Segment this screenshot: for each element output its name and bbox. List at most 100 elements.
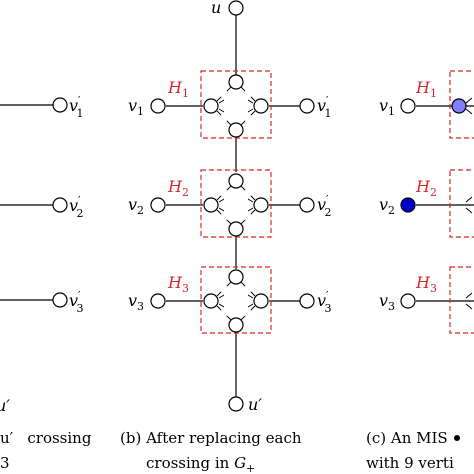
panel-b-h2-label-v-left: v2 <box>128 195 144 217</box>
panel-b-h2-node-bottom <box>228 221 244 237</box>
gadget-edge-tick <box>465 303 473 310</box>
panel-b-h1-node-right <box>253 98 269 114</box>
panel-b-h1-node-v-left <box>150 98 166 114</box>
gadget-edge-tick <box>218 198 225 203</box>
gadget-edge-tick <box>226 86 232 92</box>
panel-c-gadget-spokes <box>465 97 473 310</box>
panel-b-h3-node-top <box>228 269 244 285</box>
gadget-edge-tick <box>250 96 256 102</box>
gadget-edge-tick <box>240 315 246 321</box>
panel-c-h1-node-inner <box>451 98 467 114</box>
gadget-edge-tick <box>247 303 254 308</box>
panel-c-h1-box <box>449 70 474 139</box>
gadget-edge-tick <box>250 291 256 297</box>
panel-c-h1-label-v-left: v1 <box>379 96 395 118</box>
panel-b-label-u-prime: u′ <box>248 395 262 414</box>
panel-c-h3-node-v-left <box>400 293 416 309</box>
panel-b-h2-label-v-right: v′2 <box>317 193 332 219</box>
gadget-edge-tick <box>216 305 222 311</box>
gadget-edge-tick <box>216 96 222 102</box>
panel-b-h1-label: H1 <box>167 78 189 100</box>
gadget-edge-tick <box>247 99 254 104</box>
panel-b-h3-label-v-right: v′3 <box>317 289 332 315</box>
panel-c-caption-line2: with 9 verti <box>366 454 454 472</box>
panel-b-caption-line1: (b) After replacing each <box>120 429 302 447</box>
panel-b-h1-node-top <box>228 74 244 90</box>
gadget-edge-tick <box>465 97 473 104</box>
gadget-edge-tick <box>226 315 232 321</box>
gadget-edge-tick <box>250 209 256 215</box>
panel-b-h1-label-v-left: v1 <box>128 96 144 118</box>
panel-c-h1-node-v-left <box>400 98 416 114</box>
gadget-edge-tick <box>226 219 232 225</box>
gadget-edge-tick <box>247 294 254 299</box>
gadget-edge-tick <box>247 198 254 203</box>
gadget-edge-tick <box>216 291 222 297</box>
panel-b-gadget-spokes <box>216 86 256 321</box>
panel-b-h1-label-v-right: v′1 <box>317 94 332 120</box>
panel-b-h1-node-left <box>203 98 219 114</box>
gadget-edge-tick <box>216 195 222 201</box>
panel-b-h3-node-left <box>203 293 219 309</box>
panel-b-h2-node-right <box>253 197 269 213</box>
panel-b-h2-node-v-left <box>150 197 166 213</box>
panel-c-h1-label: H1 <box>415 78 437 100</box>
gadget-edge-tick <box>216 110 222 116</box>
panel-a-label-v3-prime: v′3 <box>69 289 84 315</box>
gadget-edge-tick <box>216 209 222 215</box>
gadget-edge-tick <box>465 196 473 203</box>
panel-b-h3-box <box>200 266 272 334</box>
panel-a-caption-line2: 3 <box>0 454 10 472</box>
gadget-edge-tick <box>226 281 232 287</box>
panel-c-h2-box <box>449 169 474 238</box>
panel-a: v′1 v′2 v′3 u′ u′ crossing 3 <box>0 94 92 472</box>
panel-a-label-v1-prime: v′1 <box>69 94 84 120</box>
gadget-edge-tick <box>218 99 225 104</box>
panel-c-caption-line1: (c) An MIS <box>366 429 448 447</box>
panel-c-caption-dot <box>454 435 460 441</box>
panel-a-node-v1-prime <box>52 97 68 113</box>
panel-b-h3-node-v-left <box>150 293 166 309</box>
panel-b: u u′ H1 v1 v′1 <box>120 0 332 474</box>
gadget-edge-tick <box>218 207 225 212</box>
panel-c-h3-box <box>449 266 474 334</box>
panel-b-h2-node-v-right <box>299 197 315 213</box>
panel-b-h2-node-top <box>228 173 244 189</box>
gadget-edge-tick <box>465 108 473 115</box>
panel-b-h2-label: H2 <box>167 177 189 199</box>
panel-a-bottom-label: u′ <box>0 396 10 415</box>
panel-b-h3-node-v-right <box>299 293 315 309</box>
panel-b-gadget-h1: H1 v1 v′1 <box>128 70 332 139</box>
gadget-edge-tick <box>218 108 225 113</box>
panel-b-h3-node-right <box>253 293 269 309</box>
gadget-edge-tick <box>247 207 254 212</box>
panel-b-h2-box <box>200 169 272 238</box>
panel-a-label-v2-prime: v′2 <box>69 194 84 220</box>
panel-c: H1 v1 H2 v2 H3 v3 (c) An MIS with 9 vert… <box>366 70 474 472</box>
gadget-edge-tick <box>250 305 256 311</box>
gadget-edge-tick <box>465 292 473 299</box>
panel-b-h3-node-bottom <box>228 317 244 333</box>
panel-b-h1-box <box>200 70 272 139</box>
panel-a-node-v2-prime <box>52 197 68 213</box>
panel-b-h1-node-bottom <box>228 122 244 138</box>
panel-b-h3-label: H3 <box>167 273 189 295</box>
panel-a-caption-line1: u′ crossing <box>0 429 92 447</box>
panel-a-node-v3-prime <box>52 292 68 308</box>
gadget-edge-tick <box>240 219 246 225</box>
panel-b-node-u-prime <box>228 396 244 412</box>
panel-c-h3-label: H3 <box>415 273 437 295</box>
gadget-edge-tick <box>226 120 232 126</box>
panel-b-gadget-h3: H3 v3 v′3 <box>128 266 332 334</box>
gadget-edge-tick <box>240 281 246 287</box>
gadget-edge-tick <box>250 110 256 116</box>
panel-b-gadget-h2: H2 v2 v′2 <box>128 169 332 238</box>
gadget-edge-tick <box>218 294 225 299</box>
panel-b-node-u <box>228 0 244 16</box>
gadget-edge-tick <box>226 185 232 191</box>
gadget-edge-tick <box>465 207 473 214</box>
gadget-edge-tick <box>240 120 246 126</box>
panel-b-h2-node-left <box>203 197 219 213</box>
panel-c-h2-node-v-left <box>400 197 416 213</box>
panel-c-h3-label-v-left: v3 <box>379 291 395 313</box>
